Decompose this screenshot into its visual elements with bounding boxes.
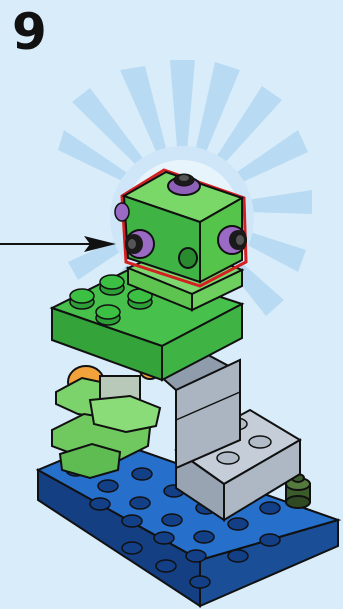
green-brick-2x4 xyxy=(49,266,245,382)
new-part-highlight xyxy=(114,168,248,288)
dark-green-round-stud xyxy=(285,473,311,509)
light-green-gear-lower xyxy=(51,394,162,480)
step-number: 9 xyxy=(12,3,47,61)
right-arrow-icon xyxy=(0,236,116,252)
